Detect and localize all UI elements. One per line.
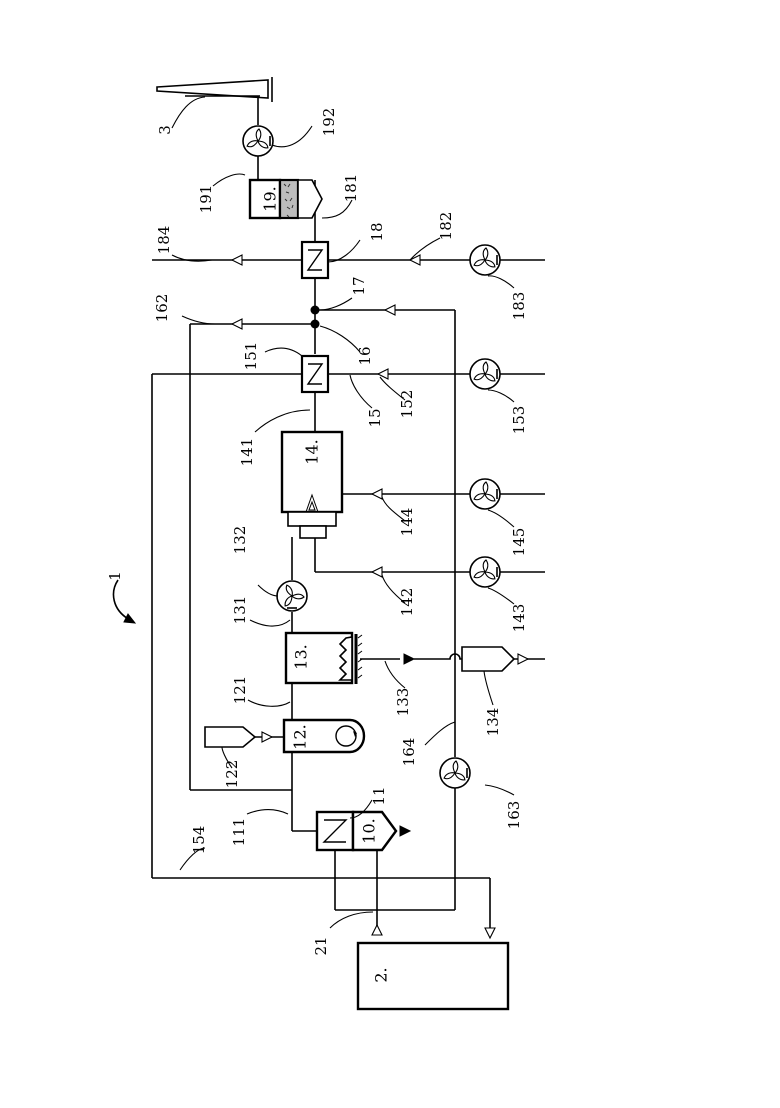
unit-2-label: 2.: [372, 967, 391, 982]
label-191: 191: [197, 185, 215, 214]
feed-hopper-122: [205, 727, 255, 747]
arrow-182: [410, 255, 420, 265]
label-111: 111: [230, 818, 248, 847]
label-18: 18: [368, 222, 386, 241]
label-184: 184: [155, 226, 173, 255]
unit-10-label: 10.: [360, 818, 379, 843]
label-11: 11: [370, 786, 388, 805]
label-141: 141: [238, 438, 256, 467]
label-163: 163: [505, 801, 523, 830]
label-133: 133: [394, 688, 412, 717]
label-154: 154: [190, 826, 208, 855]
label-132: 132: [231, 526, 249, 555]
stack-fan-192: [243, 126, 273, 156]
fan-183: [470, 245, 500, 275]
fan-153: [470, 359, 500, 389]
unit-14-label: 14.: [303, 439, 322, 464]
label-162: 162: [153, 294, 171, 323]
heat-exchanger-15: [302, 356, 328, 392]
label-134: 134: [484, 708, 502, 737]
label-144: 144: [398, 508, 416, 537]
unit-19-label: 19.: [261, 186, 280, 211]
fan-143: [470, 557, 500, 587]
fan-132: [277, 581, 307, 611]
arrow-162: [232, 319, 242, 329]
fan-163: [440, 758, 470, 788]
label-182: 182: [437, 212, 455, 241]
label-192: 192: [320, 108, 338, 137]
label-3: 3: [156, 125, 174, 135]
label-122: 122: [223, 760, 241, 789]
fan-145: [470, 479, 500, 509]
unit-13-label: 13.: [292, 644, 311, 669]
arrow-184: [232, 255, 242, 265]
stack-3: [157, 77, 272, 125]
label-17: 17: [350, 276, 368, 295]
label-1: 1: [106, 571, 124, 581]
label-151: 151: [242, 342, 260, 371]
label-164: 164: [400, 738, 418, 767]
label-21: 21: [312, 936, 330, 955]
label-145: 145: [510, 528, 528, 557]
unit-12-label: 12.: [291, 724, 310, 749]
label-153: 153: [510, 406, 528, 435]
label-131: 131: [231, 596, 249, 625]
unit-10-dryer: [317, 812, 396, 850]
heat-exchanger-18: [302, 242, 328, 278]
label-16: 16: [356, 346, 374, 365]
label-152: 152: [398, 390, 416, 419]
label-121: 121: [231, 676, 249, 705]
label-143: 143: [510, 604, 528, 633]
label-183: 183: [510, 292, 528, 321]
label-142: 142: [398, 588, 416, 617]
label-15: 15: [366, 408, 384, 427]
label-181: 181: [342, 174, 360, 203]
